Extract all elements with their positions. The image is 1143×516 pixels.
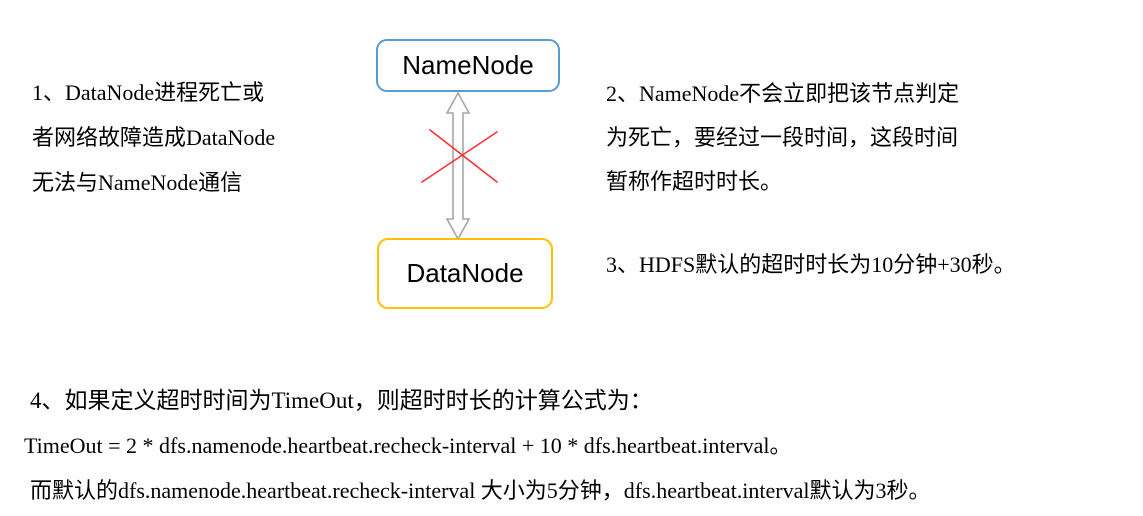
- broken-connection-cross-icon: [421, 129, 498, 183]
- note-timeout-judgement: 2、NameNode不会立即把该节点判定 为死亡，要经过一段时间，这段时间 暂称…: [606, 72, 959, 204]
- cross-line: [429, 129, 498, 183]
- note-line: 者网络故障造成DataNode: [32, 125, 276, 150]
- note-line: 暂称作超时时长。: [606, 169, 783, 194]
- timeout-formula: TimeOut = 2 * dfs.namenode.heartbeat.rec…: [24, 433, 792, 458]
- note-datanode-failure: 1、DataNode进程死亡或 者网络故障造成DataNode 无法与NameN…: [32, 70, 275, 205]
- datanode-label: DataNode: [406, 258, 524, 288]
- note-line: 1、DataNode进程死亡或: [32, 80, 265, 105]
- note-formula-intro: 4、如果定义超时时间为TimeOut，则超时时长的计算公式为：: [30, 388, 653, 413]
- datanode-box: DataNode: [377, 238, 553, 309]
- note-line: 无法与NameNode通信: [32, 170, 243, 195]
- note-line: 2、NameNode不会立即把该节点判定: [606, 81, 960, 106]
- namenode-box: NameNode: [376, 39, 560, 92]
- cross-line: [421, 131, 498, 183]
- note-line: 为死亡，要经过一段时间，这段时间: [606, 125, 959, 150]
- note-default-timeout: 3、HDFS默认的超时时长为10分钟+30秒。: [606, 252, 1016, 277]
- note-default-values: 而默认的dfs.namenode.heartbeat.recheck-inter…: [30, 478, 931, 503]
- namenode-label: NameNode: [402, 50, 534, 80]
